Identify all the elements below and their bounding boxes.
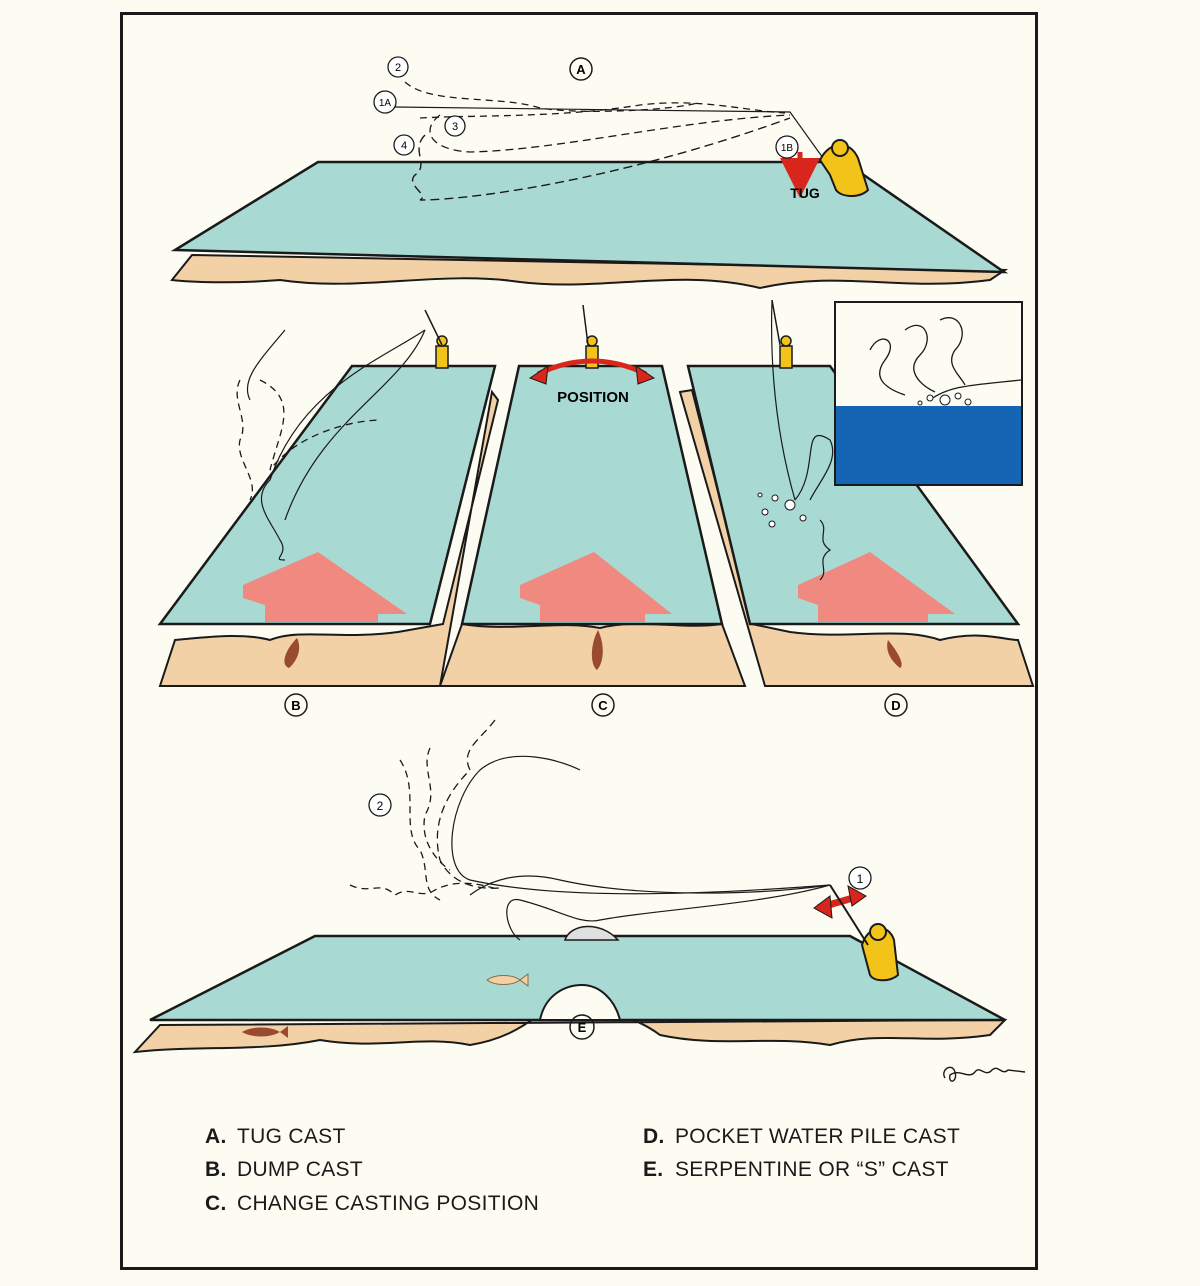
marker-a-letter: A [569, 57, 593, 81]
panel-d-bank [678, 388, 1035, 687]
fish-icon [486, 973, 529, 987]
rock-icon [563, 925, 620, 941]
panel-a-water [170, 160, 1009, 274]
panel-a: A 2 1A 3 4 1B TUG [170, 56, 1009, 290]
marker-e-2: 2 [377, 799, 384, 813]
panel-e: 1 2 E [132, 719, 1008, 1054]
panel-e-letter: E [578, 1020, 587, 1035]
fish-icon [591, 630, 603, 670]
panel-d: D [678, 299, 1035, 717]
fisherman-icon [424, 309, 449, 369]
legend-item-d: D.POCKET WATER PILE CAST [643, 1125, 961, 1148]
fisherman-icon [818, 139, 870, 197]
panel-c-water [460, 364, 724, 626]
marker-1a: 1A [379, 98, 392, 109]
legend-item-a: A.TUG CAST [205, 1125, 346, 1148]
panel-a-bank [170, 253, 1009, 290]
panel-c-letter: C [598, 698, 608, 713]
pile-cast-inset [834, 301, 1023, 486]
marker-3: 3 [452, 121, 458, 133]
current-arrow-icon [798, 552, 955, 622]
legend-item-c: C.CHANGE CASTING POSITION [205, 1192, 540, 1215]
marker-2: 2 [395, 62, 401, 74]
marker-4: 4 [401, 140, 407, 152]
current-arrow-icon [243, 552, 407, 622]
fish-icon [242, 1026, 288, 1038]
panel-d-letter: D [891, 698, 900, 713]
panel-b-bank [158, 389, 500, 687]
legend-item-e: E.SERPENTINE OR “S” CAST [643, 1158, 949, 1181]
current-arrow-icon [520, 552, 672, 622]
artist-signature [943, 1066, 1026, 1082]
fish-icon [887, 640, 902, 668]
marker-1b: 1B [781, 143, 794, 154]
panel-b-letter: B [291, 698, 300, 713]
fisherman-icon [771, 299, 793, 369]
illustration-frame [120, 12, 1038, 1270]
fish-icon [284, 638, 300, 668]
panel-b: B [157, 309, 500, 717]
panel-a-letter: A [576, 62, 586, 77]
marker-e-1: 1 [857, 872, 864, 886]
legend-item-b: B.DUMP CAST [205, 1158, 363, 1181]
fisherman-icon [829, 884, 900, 982]
tug-label: TUG [790, 185, 820, 201]
panel-c: POSITION C [438, 304, 747, 717]
position-label: POSITION [557, 389, 629, 406]
panel-e-water [149, 934, 1006, 1022]
